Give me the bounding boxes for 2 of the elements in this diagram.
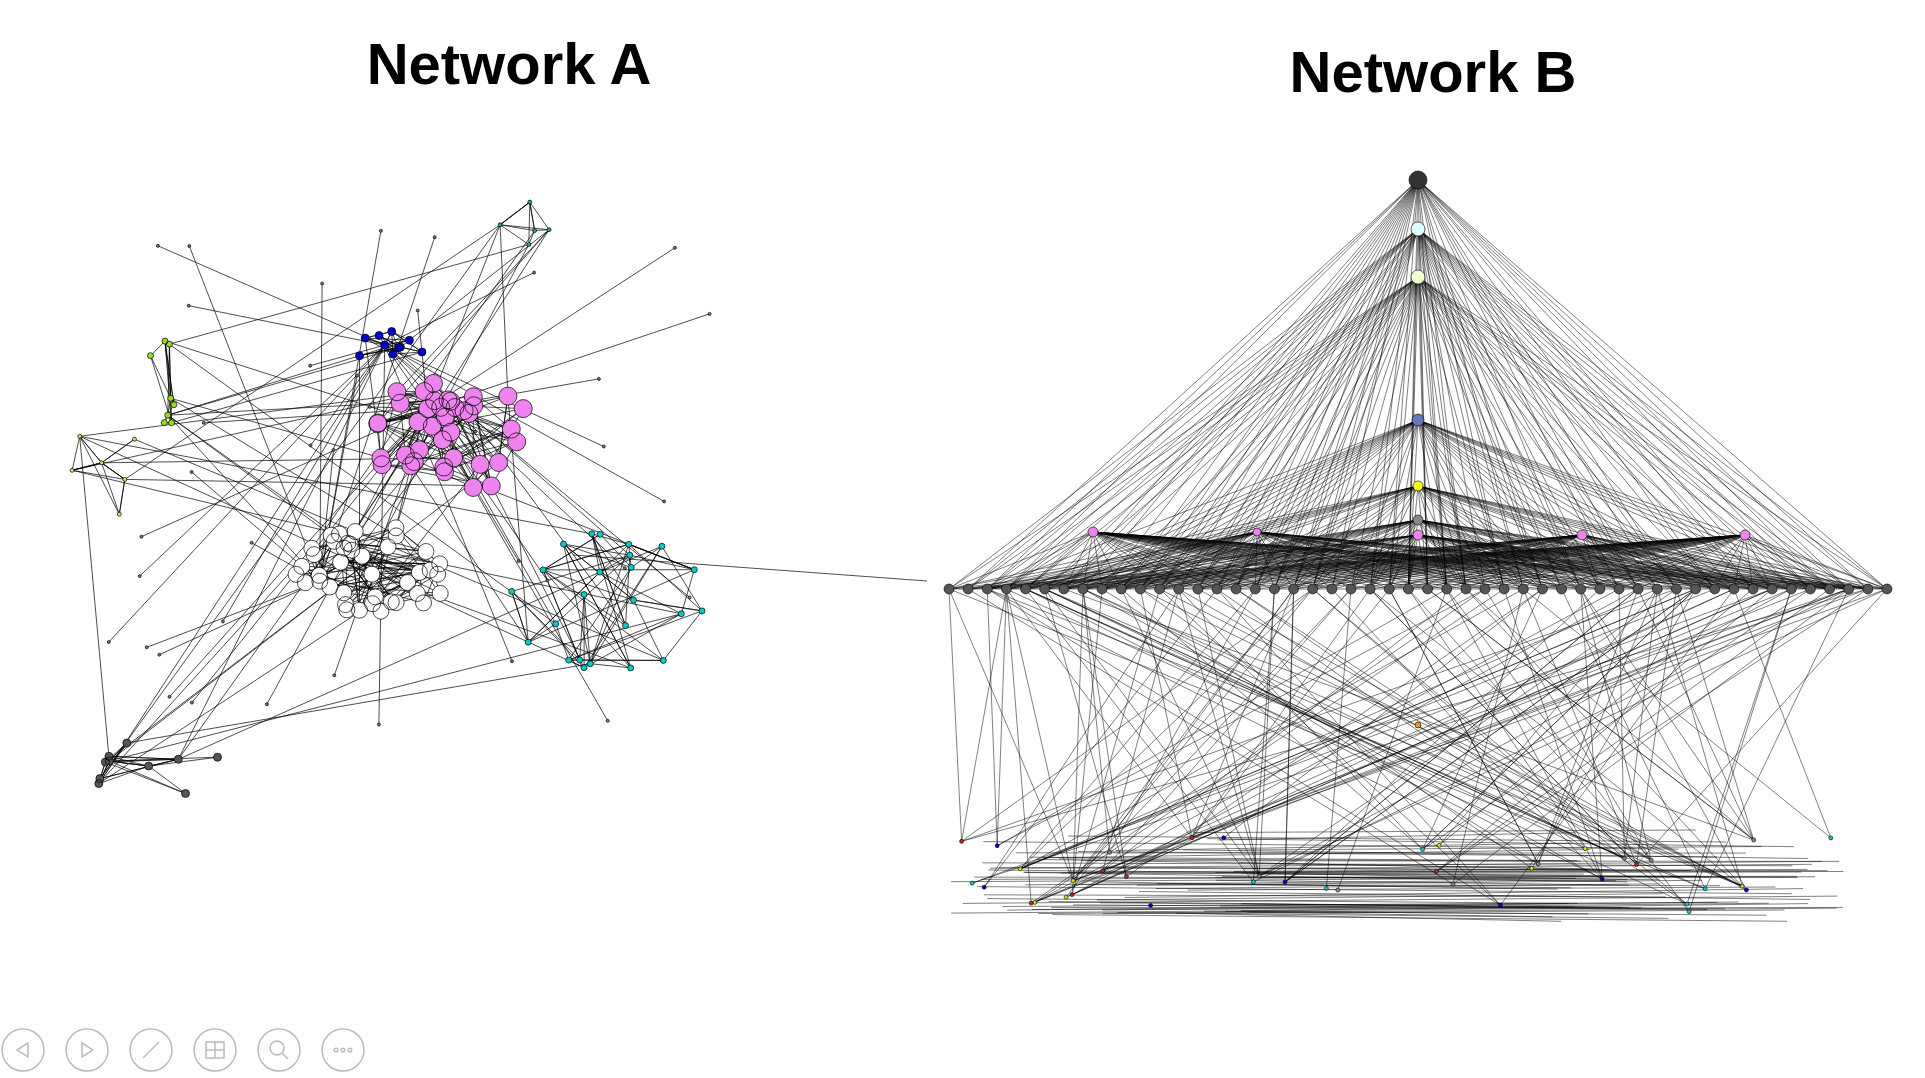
network-title: Network A bbox=[366, 30, 652, 97]
network-title: Network B bbox=[1289, 38, 1577, 105]
